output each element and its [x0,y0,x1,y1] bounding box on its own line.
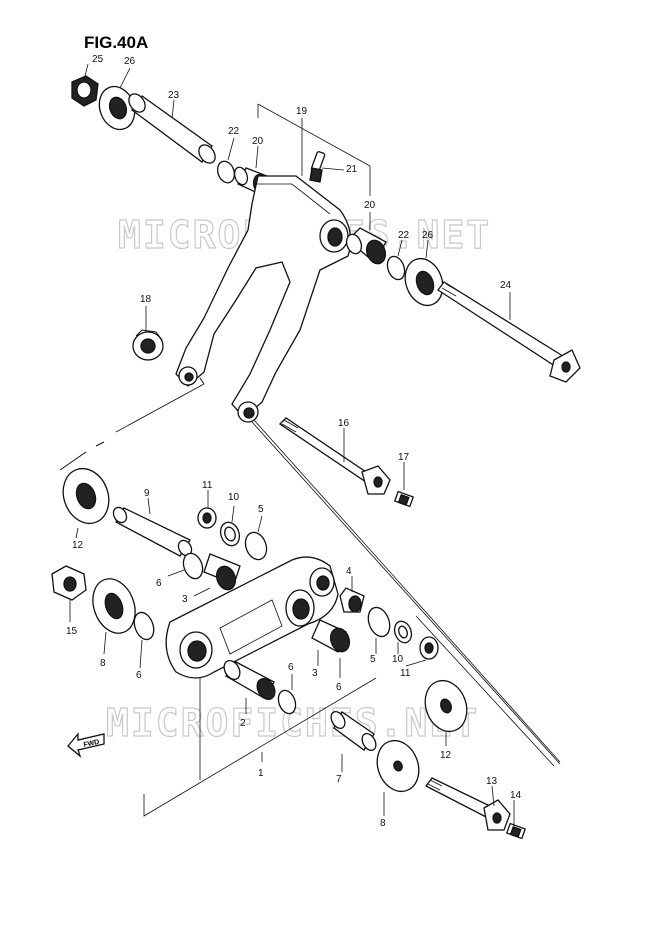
callout-14: 14 [510,790,522,801]
callout-11: 11 [202,480,213,491]
part-11-seal-top [197,507,217,529]
part-3-bearing-right [311,619,351,653]
callout-12: 12 [72,540,84,551]
callout-23: 23 [168,90,180,101]
part-7-sleeve [330,710,377,752]
part-9-sleeve [112,506,193,557]
callout-6: 6 [288,662,294,673]
callout-26: 26 [124,56,136,67]
callout-4: 4 [346,566,352,577]
callout-7: 7 [336,774,342,785]
callout-19: 19 [296,106,308,117]
part-20-bearing-right [345,227,387,265]
callout-17: 17 [398,452,410,463]
callout-24: 24 [500,280,512,291]
part-8-washer-left [92,578,136,634]
callout-10: 10 [228,492,240,503]
callout-15: 15 [66,626,78,637]
callout-1: 1 [258,768,264,779]
part-15-nut [51,565,87,601]
callout-25: 25 [92,54,104,65]
part-12-washer-left [62,467,110,525]
part-6-oring-a [182,552,204,580]
part-18-collar [132,329,164,361]
part-5-oring-right [367,606,391,638]
part-14-grease-nipple [505,822,527,840]
callout-3: 3 [182,594,188,605]
callout-11: 11 [400,668,411,679]
callout-22: 22 [228,126,240,137]
callout-20: 20 [252,136,264,147]
callout-8: 8 [380,818,386,829]
callout-6: 6 [336,682,342,693]
part-6-oring-b [133,611,155,641]
callout-6: 6 [156,578,162,589]
part-3-bearing-top [203,553,241,591]
part-11-seal-right [419,636,439,660]
callout-2: 2 [240,718,246,729]
part-10-washer-top [219,521,241,547]
callout-9: 9 [144,488,150,499]
part-23-sleeve [128,93,216,164]
part-21-grease-nipple [309,151,326,183]
callout-5: 5 [258,504,264,515]
callout-3: 3 [312,668,318,679]
callout-21: 21 [346,164,358,175]
part-22-oring-left [216,160,236,184]
forward-label: FWD [83,739,100,749]
forward-arrow-icon: FWD [67,732,105,758]
callout-6: 6 [136,670,142,681]
part-12-washer-right [424,679,468,733]
part-4-collar [339,587,365,613]
part-22-oring-right [386,255,406,281]
part-16-bolt [278,417,391,495]
part-2-bearing [223,660,276,700]
callout-26: 26 [422,230,434,241]
callout-5: 5 [370,654,376,665]
part-8-washer-right [376,739,420,793]
part-10-washer-right [393,620,413,644]
part-17-grease-nipple [393,490,415,508]
callout-20: 20 [364,200,376,211]
part-24-bolt [437,281,581,383]
part-25-nut [71,75,99,107]
part-5-oring-top [244,531,268,561]
part-1-cushion-rod [165,556,339,679]
part-13-bolt [425,777,511,831]
callout-22: 22 [398,230,410,241]
callout-13: 13 [486,776,498,787]
part-26-washer-right [404,257,444,307]
callout-18: 18 [140,294,152,305]
callout-16: 16 [338,418,350,429]
leader-lines-lower [69,490,555,826]
callout-12: 12 [440,750,452,761]
callout-8: 8 [100,658,106,669]
leader-lines-upper [59,63,561,765]
figure-title: FIG.40A [84,33,148,52]
callout-10: 10 [392,654,404,665]
part-26-washer [98,85,136,131]
part-19-cushion-lever [175,175,352,423]
part-6-oring-c [277,689,297,715]
